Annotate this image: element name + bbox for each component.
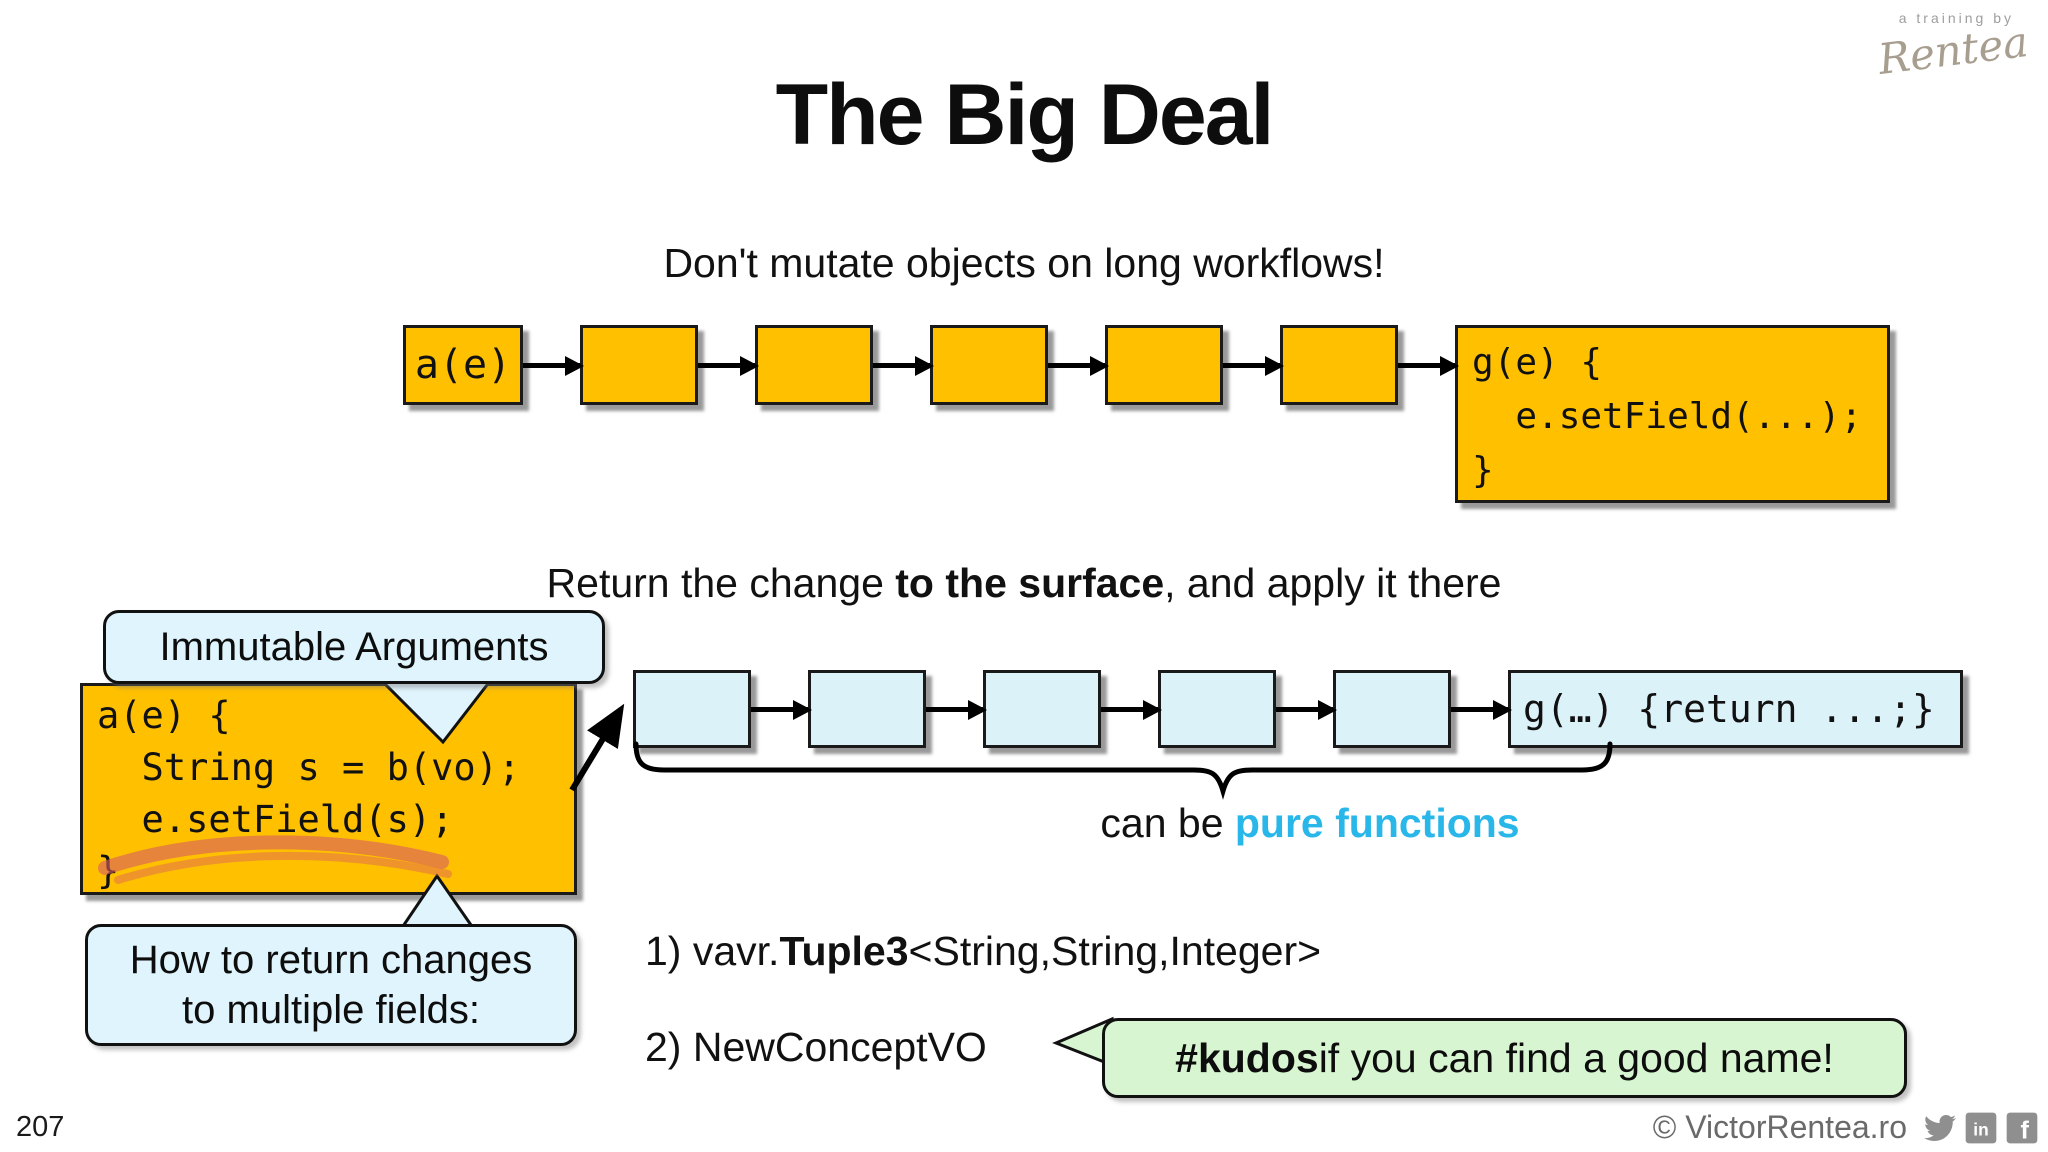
surface-text: Return the change to the surface, and ap… bbox=[0, 560, 2048, 607]
flow-arrow bbox=[698, 356, 759, 376]
flow-step-box bbox=[633, 670, 751, 748]
subtitle: Don't mutate objects on long workflows! bbox=[663, 240, 1385, 286]
immutable-arguments-callout: Immutable Arguments bbox=[103, 610, 605, 684]
pure-functions-caption: can be pure functions bbox=[1000, 800, 1620, 847]
pure-flow-end-box: g(…) {return ...;} bbox=[1508, 670, 1963, 748]
flow-start-box: a(e) bbox=[403, 325, 523, 405]
kudos-rest: if you can find a good name! bbox=[1318, 1034, 1834, 1081]
pure-caption-prefix: can be bbox=[1100, 800, 1235, 846]
linkedin-icon[interactable]: in bbox=[1965, 1112, 1997, 1144]
flow-arrow bbox=[1398, 356, 1459, 376]
flow-end-code-box: g(e) { e.setField(...); } bbox=[1455, 325, 1890, 503]
svg-text:in: in bbox=[1973, 1119, 1988, 1139]
kudos-callout: #kudos if you can find a good name! bbox=[1102, 1018, 1907, 1098]
flow-arrow bbox=[873, 356, 934, 376]
flow-step-box bbox=[1158, 670, 1276, 748]
pure-caption-highlight: pure functions bbox=[1234, 800, 1520, 846]
flow-arrow bbox=[1276, 700, 1337, 720]
flow-arrow bbox=[926, 700, 987, 720]
option-1-bold: Tuple3 bbox=[779, 928, 909, 974]
flow-arrow bbox=[751, 700, 812, 720]
kudos-bold: #kudos bbox=[1175, 1034, 1319, 1081]
flow-arrow bbox=[1223, 356, 1284, 376]
flow-step-box bbox=[983, 670, 1101, 748]
option-1-prefix: 1) vavr. bbox=[645, 928, 780, 974]
flow-step-box bbox=[930, 325, 1048, 405]
mutable-flow-diagram: a(e) g(e) { e.setField(...); } bbox=[403, 325, 1890, 503]
flow-step-box bbox=[1280, 325, 1398, 405]
page-title: The Big Deal bbox=[775, 67, 1275, 163]
flow-step-box bbox=[1333, 670, 1451, 748]
flow-step-box bbox=[808, 670, 926, 748]
page-number: 207 bbox=[16, 1111, 65, 1143]
flow-step-box bbox=[755, 325, 873, 405]
flow-arrow bbox=[523, 356, 584, 376]
copyright[interactable]: © VictorRentea.ro bbox=[1652, 1109, 1907, 1145]
flow-step-box bbox=[580, 325, 698, 405]
twitter-icon[interactable] bbox=[1924, 1112, 1956, 1144]
surface-text-prefix: Return the change bbox=[546, 560, 896, 606]
flow-arrow bbox=[1048, 356, 1109, 376]
arrow-to-pure-flow bbox=[569, 703, 625, 792]
flow-arrow bbox=[1101, 700, 1162, 720]
svg-text:f: f bbox=[2020, 1116, 2029, 1143]
brand-tagline: a training by bbox=[1898, 10, 2014, 26]
flow-step-box bbox=[1105, 325, 1223, 405]
facebook-icon[interactable]: f bbox=[2006, 1112, 2038, 1144]
surface-text-suffix: , and apply it there bbox=[1164, 560, 1502, 606]
immutable-code-box: a(e) { String s = b(vo); e.setField(s); … bbox=[80, 683, 577, 895]
curly-brace bbox=[633, 741, 1613, 800]
multiple-fields-callout: How to return changes to multiple fields… bbox=[85, 924, 577, 1046]
surface-text-bold: to the surface bbox=[895, 560, 1165, 606]
pure-flow-diagram: g(…) {return ...;} bbox=[633, 670, 1963, 748]
option-1-suffix: <String,String,Integer> bbox=[908, 928, 1322, 974]
option-2-newconceptvo: 2) NewConceptVO bbox=[645, 1024, 987, 1070]
footer: © VictorRentea.ro in f bbox=[1653, 1109, 2038, 1146]
flow-arrow bbox=[1451, 700, 1512, 720]
option-1-tuple3: 1) vavr.Tuple3<String,String,Integer> bbox=[645, 928, 1321, 975]
